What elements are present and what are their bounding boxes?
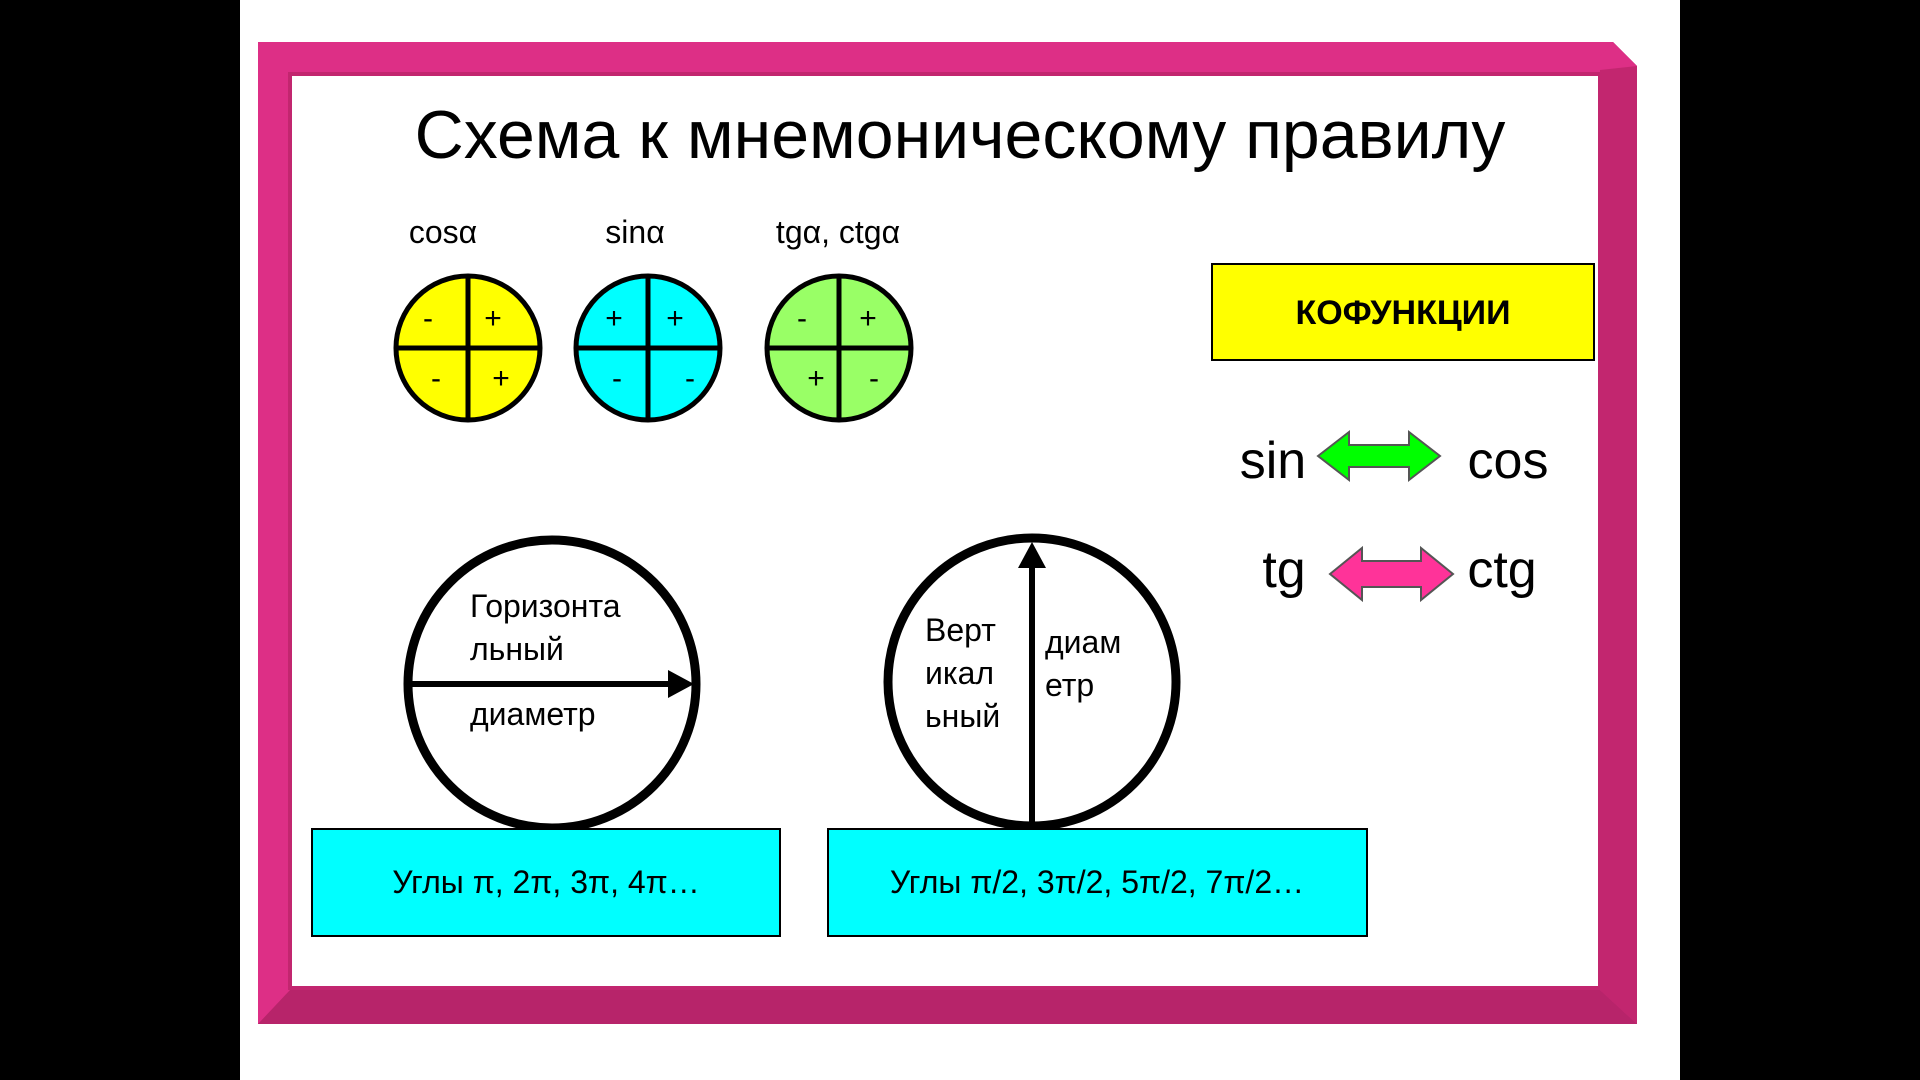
kofunkcii-box: КОФУНКЦИИ bbox=[1211, 263, 1595, 361]
kofunkcii-label: КОФУНКЦИИ bbox=[1295, 294, 1510, 332]
cofunction-sin: sin bbox=[1240, 432, 1306, 490]
arrow-right-icon bbox=[668, 670, 694, 698]
double-arrow-green bbox=[1316, 429, 1442, 483]
vertical-angles-box: Углы π/2, 3π/2, 5π/2, 7π/2… bbox=[827, 828, 1368, 937]
cos-q-top-right: + bbox=[484, 302, 502, 335]
cofunction-pair-tg-ctg: tg ctg bbox=[1262, 541, 1537, 603]
cos-q-bottom-left: - bbox=[431, 362, 441, 395]
cofunction-cos: cos bbox=[1468, 432, 1549, 490]
cofunction-pair-sin-cos: sin cos bbox=[1240, 429, 1549, 490]
horizontal-diameter-diagram: Горизонта льный диаметр bbox=[403, 535, 701, 833]
tg-q-bottom-right: - bbox=[869, 362, 879, 395]
sign-circle-cos: cosα - + - + bbox=[393, 214, 543, 423]
sin-label: sinα bbox=[605, 214, 664, 250]
tg-q-bottom-left: + bbox=[807, 362, 825, 395]
sign-circle-tg-ctg: tgα, ctgα - + + - bbox=[764, 214, 914, 423]
sin-q-top-left: + bbox=[605, 302, 623, 335]
page-title: Схема к мнемоническому правилу bbox=[415, 97, 1506, 173]
cofunction-tg: tg bbox=[1262, 541, 1305, 599]
double-arrow-pink bbox=[1328, 545, 1455, 603]
horizontal-label-line1: Горизонта bbox=[470, 588, 621, 624]
vertical-diameter-diagram: Верт икал ьный диам етр bbox=[883, 533, 1181, 831]
sin-q-top-right: + bbox=[666, 302, 684, 335]
vertical-label-left2: икал bbox=[925, 655, 994, 691]
arrow-up-icon bbox=[1018, 542, 1046, 568]
vertical-label-left3: ьный bbox=[925, 698, 1000, 734]
tg-ctg-label: tgα, ctgα bbox=[776, 214, 900, 250]
vertical-label-right1: диам bbox=[1045, 624, 1121, 660]
cos-q-top-left: - bbox=[423, 302, 433, 335]
vertical-angles-label: Углы π/2, 3π/2, 5π/2, 7π/2… bbox=[890, 864, 1304, 900]
vertical-label-right2: етр bbox=[1045, 667, 1094, 703]
cos-q-bottom-right: + bbox=[492, 362, 510, 395]
cofunction-ctg: ctg bbox=[1467, 541, 1536, 599]
horizontal-label-line3: диаметр bbox=[470, 696, 596, 732]
horizontal-angles-box: Углы π, 2π, 3π, 4π… bbox=[311, 828, 781, 937]
sin-q-bottom-left: - bbox=[612, 362, 622, 395]
tg-q-top-left: - bbox=[797, 302, 807, 335]
horizontal-angles-label: Углы π, 2π, 3π, 4π… bbox=[392, 864, 699, 900]
horizontal-label-line2: льный bbox=[470, 631, 564, 667]
sign-circle-sin: sinα + + - - bbox=[573, 214, 723, 423]
sin-q-bottom-right: - bbox=[685, 362, 695, 395]
vertical-label-left1: Верт bbox=[925, 612, 996, 648]
tg-q-top-right: + bbox=[859, 302, 877, 335]
cos-label: cosα bbox=[409, 214, 477, 250]
